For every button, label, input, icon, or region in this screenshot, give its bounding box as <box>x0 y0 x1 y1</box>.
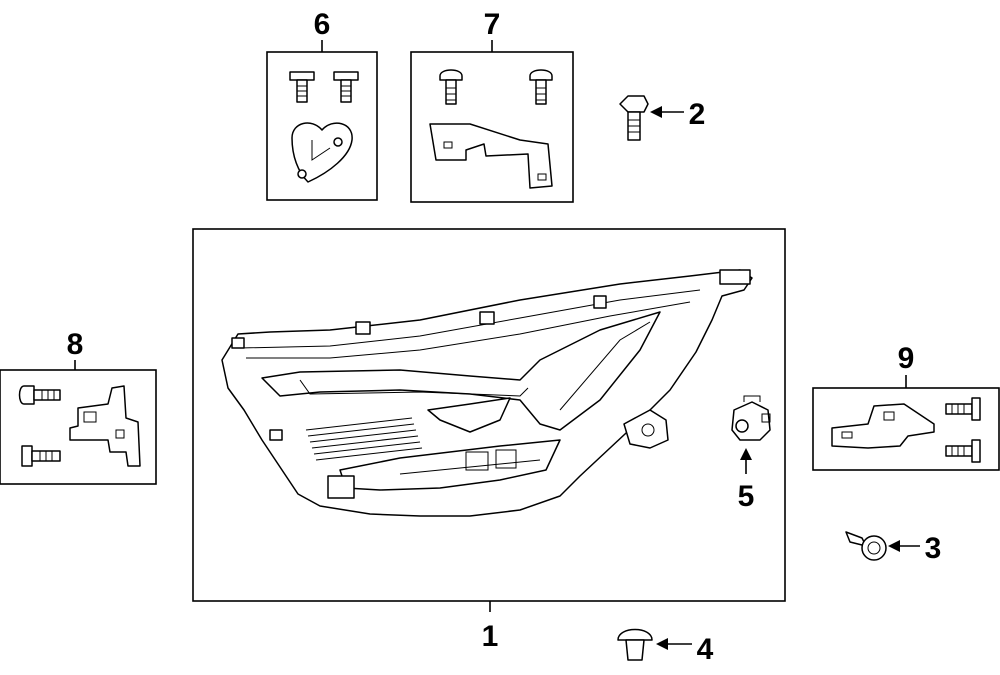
part-4-group: 4 <box>617 628 714 666</box>
callout-5: 5 <box>738 480 755 513</box>
part-6-group: 6 <box>266 8 378 201</box>
headlamp-icon <box>221 269 753 517</box>
bolt-icon <box>439 69 463 105</box>
part-8-group: 8 <box>0 328 157 485</box>
callout-8: 8 <box>67 328 84 361</box>
callout-1: 1 <box>482 620 499 653</box>
callout-7: 7 <box>484 8 501 41</box>
heart-bracket-icon <box>291 122 353 183</box>
bolt-icon <box>289 71 315 103</box>
arrow-icon <box>656 638 668 650</box>
bolt-icon <box>945 439 981 463</box>
callout-3: 3 <box>925 532 942 565</box>
bolt-icon <box>529 69 553 105</box>
bracket-icon <box>69 385 141 467</box>
clip-icon <box>617 628 653 661</box>
part-7-group: 7 <box>410 8 574 203</box>
part-2-group: 2 <box>619 95 706 141</box>
bolt-icon <box>945 397 981 421</box>
screw-icon <box>333 71 359 103</box>
kit-box-9 <box>812 387 1000 471</box>
headlamp-frame <box>192 228 786 602</box>
screw-icon <box>619 95 649 141</box>
callout-2: 2 <box>689 98 706 131</box>
bolt-icon <box>18 385 61 405</box>
callout-6: 6 <box>314 8 331 41</box>
part-3-group: 3 <box>845 531 942 565</box>
arrow-icon <box>650 106 662 118</box>
bracket-icon <box>429 123 553 189</box>
kit-box-6 <box>266 51 378 201</box>
kit-box-8 <box>0 369 157 485</box>
bracket-icon <box>831 403 935 449</box>
socket-icon <box>731 395 771 441</box>
vent-slats <box>305 417 423 461</box>
flange-bolt-icon <box>845 531 887 561</box>
part-5-group: 5 <box>731 395 771 513</box>
arrow-icon <box>740 448 752 460</box>
callout-4: 4 <box>697 633 714 666</box>
arrow-icon <box>888 540 900 552</box>
part-9-group: 9 <box>812 342 1000 471</box>
part-1-group: 1 <box>192 228 786 653</box>
bolt-icon <box>21 445 61 467</box>
kit-box-7 <box>410 51 574 203</box>
callout-9: 9 <box>898 342 915 375</box>
